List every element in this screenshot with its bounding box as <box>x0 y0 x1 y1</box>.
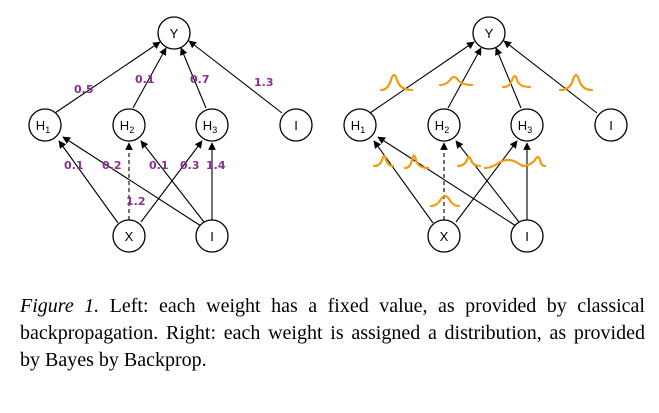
weight-distribution-x-h1 <box>372 154 395 168</box>
edge-h2-y-right <box>447 47 482 109</box>
weight-distribution-i-h1 <box>403 154 430 170</box>
node-x-label: X <box>125 229 134 244</box>
figure-caption-text: Left: each weight has a fixed value, as … <box>20 295 645 371</box>
node-h2-label: H2 <box>120 118 134 135</box>
left-panel-network: Y H1 H2 H3 I X I 0.5 0.1 0.7 1.3 0.1 0.2… <box>28 16 313 253</box>
node-x-right-label: X <box>440 229 449 244</box>
node-bias-top-right-label: I <box>609 118 613 133</box>
node-y <box>157 16 191 50</box>
node-y-right-label: Y <box>485 26 494 41</box>
node-h2-right-label: H2 <box>435 118 449 135</box>
node-x-right <box>427 219 461 253</box>
node-bias-top <box>279 108 313 142</box>
edge-h3-y-right <box>495 47 522 109</box>
weight-label-bias-y: 1.3 <box>254 76 274 89</box>
weight-label-h3-y: 0.7 <box>190 73 210 86</box>
edge-x-h3 <box>140 140 203 223</box>
weight-label-h1-y: 0.5 <box>74 83 94 96</box>
weight-distribution-bias-y <box>558 73 594 92</box>
edge-bias-y-right <box>503 40 598 114</box>
node-h3-label: H3 <box>203 118 217 135</box>
node-x <box>112 219 146 253</box>
node-h1 <box>28 108 62 142</box>
figure-caption-label: Figure 1. <box>20 295 100 317</box>
node-h3-right <box>510 108 544 142</box>
edge-h1-y <box>54 41 161 114</box>
node-y-label: Y <box>170 26 179 41</box>
node-bias-top-label: I <box>294 118 298 133</box>
weight-distribution-i-h3 <box>520 155 547 168</box>
edge-h2-y <box>132 47 167 109</box>
edge-i-h1 <box>62 136 202 227</box>
weight-label-x-h2: 1.2 <box>126 195 146 208</box>
node-bias-bottom-label: I <box>210 229 214 244</box>
node-bias-top-right <box>594 108 628 142</box>
node-h1-right-label: H1 <box>351 118 365 135</box>
weight-label-h2-y: 0.1 <box>135 73 155 86</box>
node-h3 <box>195 108 229 142</box>
right-panel-network: Y H1 H2 H3 I X I <box>343 16 628 253</box>
edge-i-h2 <box>140 140 205 223</box>
node-h1-label: H1 <box>36 118 50 135</box>
weight-label-x-h1: 0.1 <box>64 159 84 172</box>
weight-distribution-i-h2 <box>456 155 482 168</box>
node-bias-bottom-right <box>510 219 544 253</box>
edge-bias-y <box>188 40 283 114</box>
weight-distribution-h3-y <box>501 74 532 89</box>
weight-label-i-h1: 0.2 <box>102 159 122 172</box>
figure-caption: Figure 1. Left: each weight has a fixed … <box>20 293 645 374</box>
edge-x-h1 <box>58 140 119 224</box>
weight-distribution-h1-y <box>379 73 414 92</box>
weight-label-i-h2: 0.1 <box>149 159 169 172</box>
node-bias-bottom <box>195 219 229 253</box>
weight-distribution-x-h2 <box>429 194 461 208</box>
edge-h3-y <box>180 47 207 109</box>
node-h2-right <box>427 108 461 142</box>
edge-i-h1-right <box>377 136 517 227</box>
edge-x-h1-right <box>373 140 434 224</box>
node-h3-right-label: H3 <box>518 118 532 135</box>
edge-x-h3-right <box>455 140 518 223</box>
weight-label-i-h3: 1.4 <box>206 159 226 172</box>
edge-i-h2-right <box>455 140 520 223</box>
node-h2 <box>112 108 146 142</box>
weight-distribution-h2-y <box>438 75 474 87</box>
edge-h1-y-right <box>369 41 475 114</box>
node-y-right <box>472 16 506 50</box>
weight-label-x-h3: 0.3 <box>180 159 200 172</box>
node-bias-bottom-right-label: I <box>525 229 529 244</box>
weight-distribution-x-h3 <box>483 158 527 170</box>
node-h1-right <box>343 108 377 142</box>
